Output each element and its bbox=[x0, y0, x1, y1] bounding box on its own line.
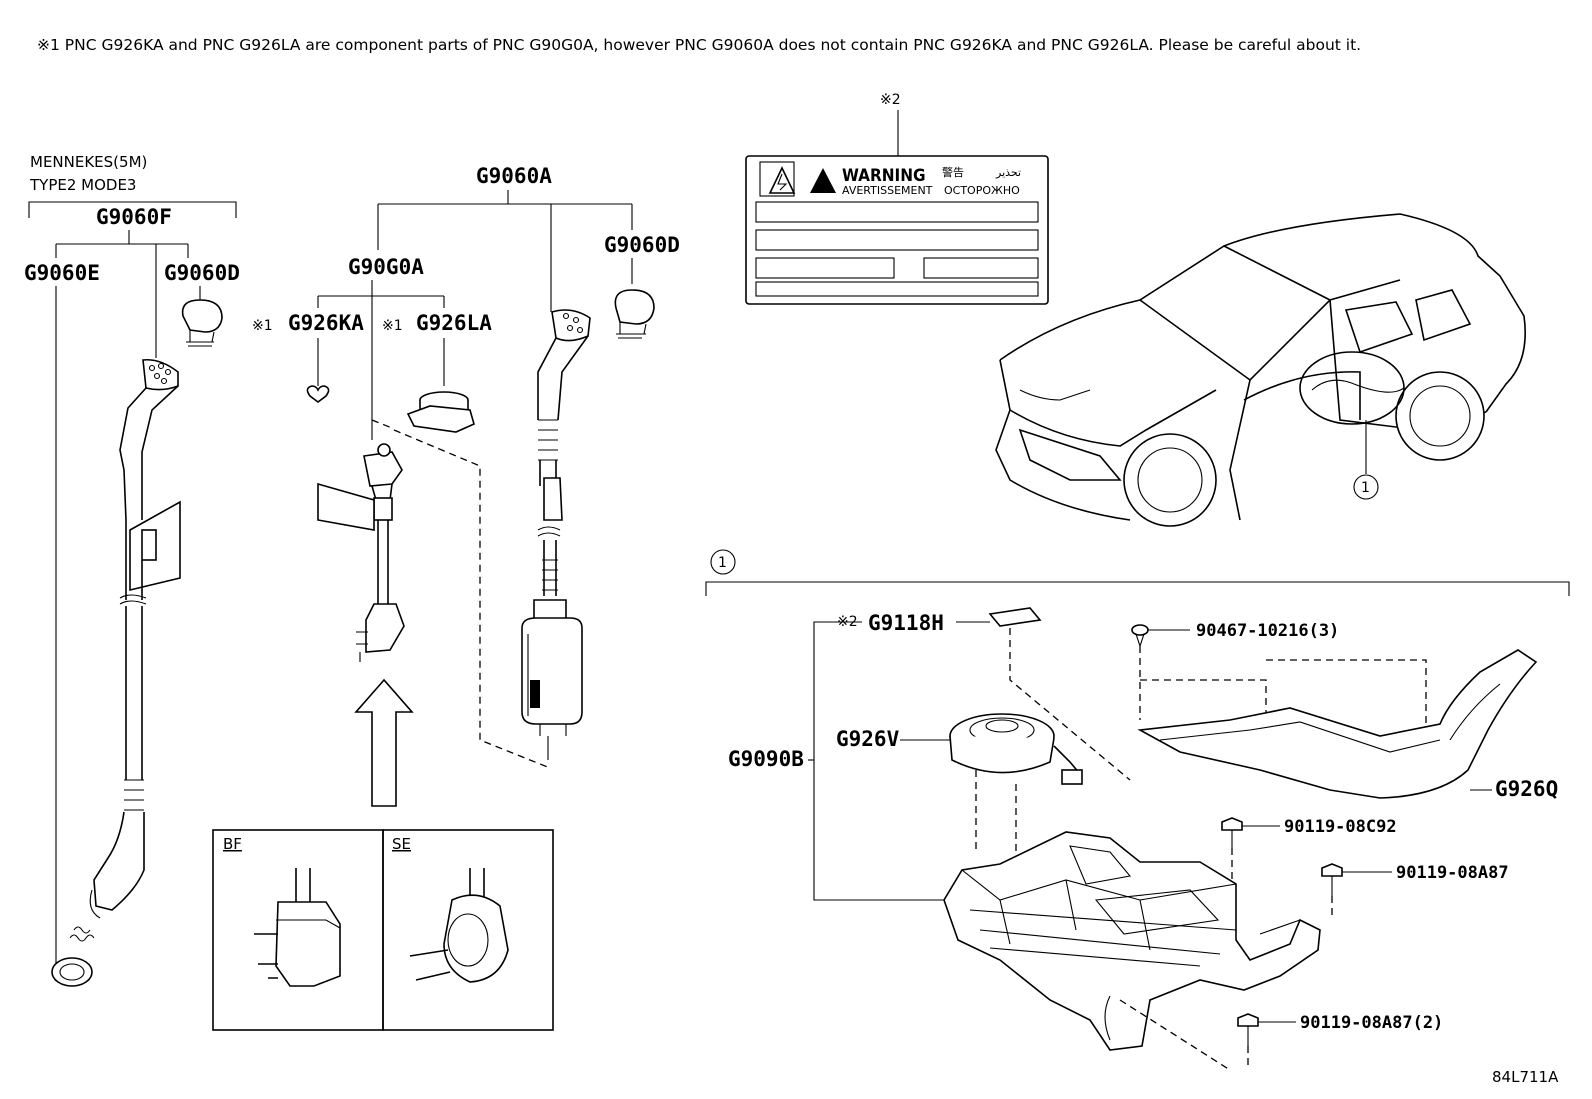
clip-fastener-icon bbox=[1131, 624, 1190, 648]
warning-label-group: ※2 WARNING AVERTISSEMENT 警告 تحذير ОСТОРО… bbox=[745, 92, 1049, 305]
note-text: ※1 PNC G926KA and PNC G926LA are compone… bbox=[37, 36, 1361, 54]
bolt-icon-1 bbox=[1221, 817, 1280, 848]
label-warning: WARNING bbox=[842, 166, 926, 186]
pnc-g926ka[interactable]: G926KA bbox=[288, 311, 364, 335]
charging-cable-icon bbox=[51, 358, 181, 987]
label-russian: ОСТОРОЖНО bbox=[944, 184, 1020, 197]
pnc-g9090b[interactable]: G9090B bbox=[728, 747, 804, 771]
part-90467-10216[interactable]: 90467-10216(3) bbox=[1196, 621, 1339, 641]
g9060f-bracket bbox=[28, 201, 237, 218]
sticker-icon bbox=[988, 607, 1042, 627]
bolt-icon-3 bbox=[1237, 1013, 1296, 1046]
section-bracket bbox=[705, 581, 1570, 596]
pnc-g9060a[interactable]: G9060A bbox=[476, 164, 552, 188]
diagram-id: 84L711A bbox=[1492, 1068, 1559, 1086]
cap-icon bbox=[181, 299, 223, 347]
warning-triangle-icon bbox=[810, 168, 836, 193]
plug-type-se: SE bbox=[392, 835, 411, 853]
se-plug-icon bbox=[409, 868, 509, 983]
plug-type-bf: BF bbox=[223, 835, 242, 853]
ref1-ka-mark: ※1 bbox=[252, 318, 273, 334]
pnc-g9060f[interactable]: G9060F bbox=[96, 205, 172, 229]
pnc-g9060d-left[interactable]: G9060D bbox=[164, 261, 240, 285]
g9090b-bracket bbox=[813, 621, 944, 901]
header-type2: TYPE2 MODE3 bbox=[29, 176, 136, 194]
duct-icon bbox=[1137, 649, 1538, 799]
callout-number: 1 bbox=[1361, 480, 1370, 496]
part-90119-08a87[interactable]: 90119-08A87 bbox=[1396, 863, 1509, 883]
electric-warning-icon bbox=[768, 166, 796, 194]
pnc-g9060e[interactable]: G9060E bbox=[24, 261, 100, 285]
callout-circle bbox=[1353, 474, 1379, 500]
bolt-icon-2 bbox=[1321, 863, 1392, 896]
header-mennekes: MENNEKES(5M) bbox=[30, 153, 147, 171]
label-avertissement: AVERTISSEMENT bbox=[842, 184, 933, 197]
adapter-cable-icon bbox=[317, 443, 405, 662]
plug-type-boxes: BF SE bbox=[212, 829, 554, 1031]
inlet-assembly-icon bbox=[949, 713, 1083, 880]
section-circle bbox=[710, 549, 736, 575]
bf-plug-icon bbox=[254, 868, 341, 987]
part-90119-08a87-2[interactable]: 90119-08A87(2) bbox=[1300, 1013, 1443, 1033]
g9060a-group: G9060A G9060D G90G0A ※1 G926KA ※1 G926LA bbox=[252, 164, 680, 807]
part-90119-08c92[interactable]: 90119-08C92 bbox=[1284, 817, 1397, 837]
ref2-label-mark: ※2 bbox=[880, 92, 901, 108]
car-illustration: 1 bbox=[995, 213, 1526, 527]
holder-cap-icon bbox=[406, 391, 475, 433]
pnc-g9060d-right[interactable]: G9060D bbox=[604, 233, 680, 257]
arrow-up-icon bbox=[354, 678, 414, 807]
ref1-la-mark: ※1 bbox=[382, 318, 403, 334]
label-arabic: تحذير bbox=[995, 166, 1021, 179]
section-number: 1 bbox=[718, 555, 727, 571]
main-charging-cable-icon bbox=[521, 309, 591, 760]
highlight-ellipse bbox=[1299, 351, 1405, 425]
label-japanese: 警告 bbox=[942, 165, 964, 179]
pnc-g926v[interactable]: G926V bbox=[836, 727, 900, 751]
pnc-g90g0a[interactable]: G90G0A bbox=[348, 255, 424, 279]
pnc-g9118h[interactable]: G9118H bbox=[868, 611, 944, 635]
pnc-g926q[interactable]: G926Q bbox=[1495, 777, 1558, 801]
charger-unit-icon bbox=[943, 831, 1321, 1071]
pnc-g926la[interactable]: G926LA bbox=[416, 311, 492, 335]
g9060f-group: MENNEKES(5M) TYPE2 MODE3 G9060F G9060E G… bbox=[24, 153, 240, 987]
section-1-group: 1 ※2 G9118H G9090B G926V 90467-102 bbox=[705, 549, 1570, 1071]
cap-icon-right bbox=[614, 289, 655, 339]
clip-icon bbox=[306, 385, 330, 403]
